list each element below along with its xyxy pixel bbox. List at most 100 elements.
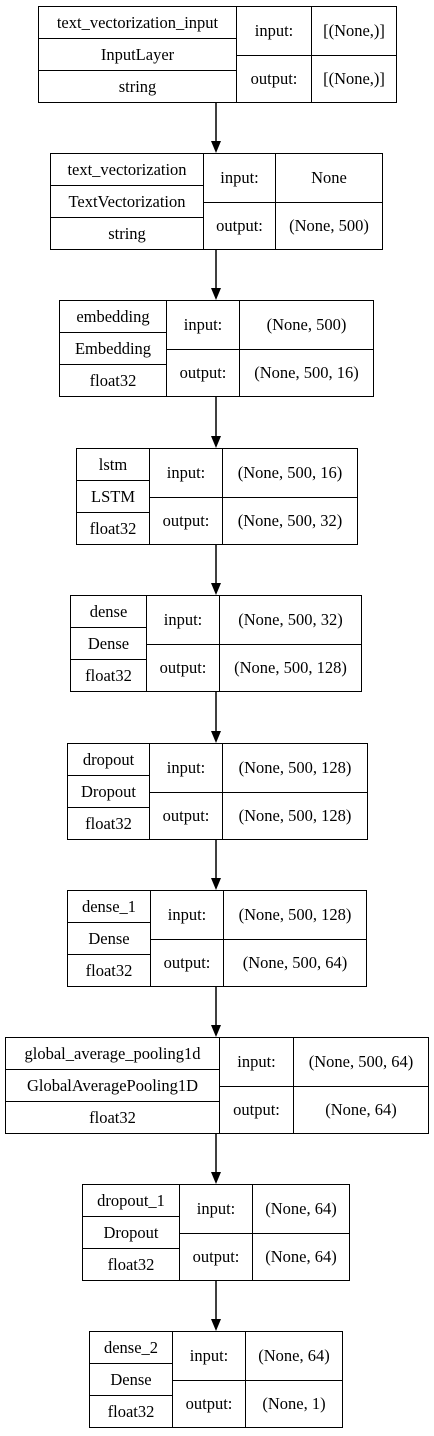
input-label: input:: [237, 7, 312, 55]
layer-shapes: input:(None, 64)output: (None, 64): [180, 1185, 349, 1280]
layer-name: dense_1: [81, 896, 137, 916]
input-row: input: (None, 500, 128): [150, 744, 367, 792]
output-label: output:: [150, 792, 223, 839]
output-row: output:(None, 500, 64): [151, 938, 366, 986]
output-shape: (None, 500, 128): [238, 805, 352, 825]
input-shape: (None, 500, 16): [237, 462, 343, 482]
arrowhead-icon: [211, 731, 221, 743]
layer-name: embedding: [76, 306, 150, 326]
layer-dtype: string: [51, 217, 203, 249]
input-row: input: None: [204, 154, 382, 202]
layer-class: Dropout: [83, 1216, 179, 1248]
input-row: input:(None, 500, 32): [147, 596, 361, 644]
input-row: input: (None, 500, 128): [151, 891, 366, 939]
arrowhead-icon: [211, 288, 221, 300]
layer-dtype: float32: [68, 954, 150, 986]
output-label: output:: [237, 55, 312, 102]
input-shape: (None, 500, 128): [238, 904, 352, 924]
output-row: output:(None, 500): [204, 201, 382, 249]
output-row: output: (None, 500, 32): [150, 496, 357, 544]
arrowhead-icon: [211, 583, 221, 595]
layer-shapes: input: (None, 500, 64) output: (None, 64): [220, 1038, 428, 1133]
layer-name: dropout_1: [97, 1190, 165, 1210]
layer-shapes: input:(None, 500, 16)output:(None, 500, …: [150, 449, 357, 544]
arrowhead-icon: [211, 1319, 221, 1331]
input-shape: (None, 500, 32): [238, 609, 343, 629]
input-label: input:: [173, 1332, 246, 1380]
input-label: input:: [220, 1038, 294, 1086]
output-shape: (None, 500, 128): [234, 657, 347, 677]
output-row: output:(None, 500, 16): [167, 348, 373, 396]
input-row: input:[(None,)]: [237, 7, 396, 55]
output-row: output:(None, 1): [173, 1379, 342, 1427]
output-shape: (None, 500): [289, 215, 369, 235]
output-label: output:: [150, 497, 223, 544]
input-row: input: (None, 500, 64): [220, 1038, 428, 1086]
output-label: output:: [167, 349, 240, 396]
input-label: input:: [151, 891, 224, 939]
layer-dtype: string: [39, 70, 236, 102]
arrowhead-icon: [211, 1172, 221, 1184]
layer-shapes: input: None output:(None, 500): [204, 154, 382, 249]
input-row: input:(None, 64): [180, 1185, 349, 1233]
input-label: input:: [204, 154, 276, 202]
input-row: input: (None, 64): [173, 1332, 342, 1380]
layer-dtype: float32: [71, 659, 146, 691]
arrowhead-icon: [211, 878, 221, 890]
output-row: output:(None, 500, 128): [147, 643, 361, 691]
input-shape: (None, 64): [265, 1198, 337, 1218]
input-shape: (None, 64): [258, 1345, 330, 1365]
layer-dtype: float32: [68, 807, 149, 839]
output-shape: (None, 64): [265, 1246, 337, 1266]
output-shape: (None, 500, 32): [237, 510, 343, 530]
output-row: output: [(None,)]: [237, 54, 396, 102]
layer-shapes: input:[(None,)]output: [(None,)]: [237, 7, 396, 102]
output-shape: [(None,)]: [323, 68, 385, 88]
layer-class: Dense: [68, 922, 150, 954]
layer-class: Dense: [71, 627, 146, 659]
input-shape: (None, 500, 128): [238, 757, 352, 777]
output-shape: (None, 64): [325, 1099, 397, 1119]
layer-class: TextVectorization: [51, 185, 203, 217]
layer-class: Dropout: [68, 775, 149, 807]
output-row: output: (None, 500, 128): [150, 791, 367, 839]
layer-class: LSTM: [77, 480, 149, 512]
layer-class: GlobalAveragePooling1D: [6, 1069, 219, 1101]
input-label: input:: [167, 301, 240, 349]
arrowhead-icon: [211, 436, 221, 448]
output-label: output:: [220, 1086, 294, 1133]
layer-dtype: float32: [77, 512, 149, 544]
input-row: input:(None, 500): [167, 301, 373, 349]
layer-dtype: float32: [6, 1101, 219, 1133]
output-label: output:: [151, 939, 224, 986]
layer-name: dropout: [82, 749, 135, 769]
layer-class: Embedding: [60, 332, 166, 364]
layer-shapes: input: (None, 500, 128) output: (None, 500,…: [150, 744, 367, 839]
output-label: output:: [180, 1233, 253, 1280]
layer-dtype: float32: [60, 364, 166, 396]
layer-name: text_vectorization_input: [56, 12, 219, 32]
layer-shapes: input: (None, 500, 128) output:(None, 500,…: [151, 891, 366, 986]
input-shape: (None, 500, 64): [308, 1051, 414, 1071]
input-label: input:: [150, 744, 223, 792]
arrowhead-icon: [211, 1025, 221, 1037]
layer-shapes: input: (None, 64) output:(None, 1): [173, 1332, 342, 1427]
input-shape: None: [311, 167, 347, 187]
